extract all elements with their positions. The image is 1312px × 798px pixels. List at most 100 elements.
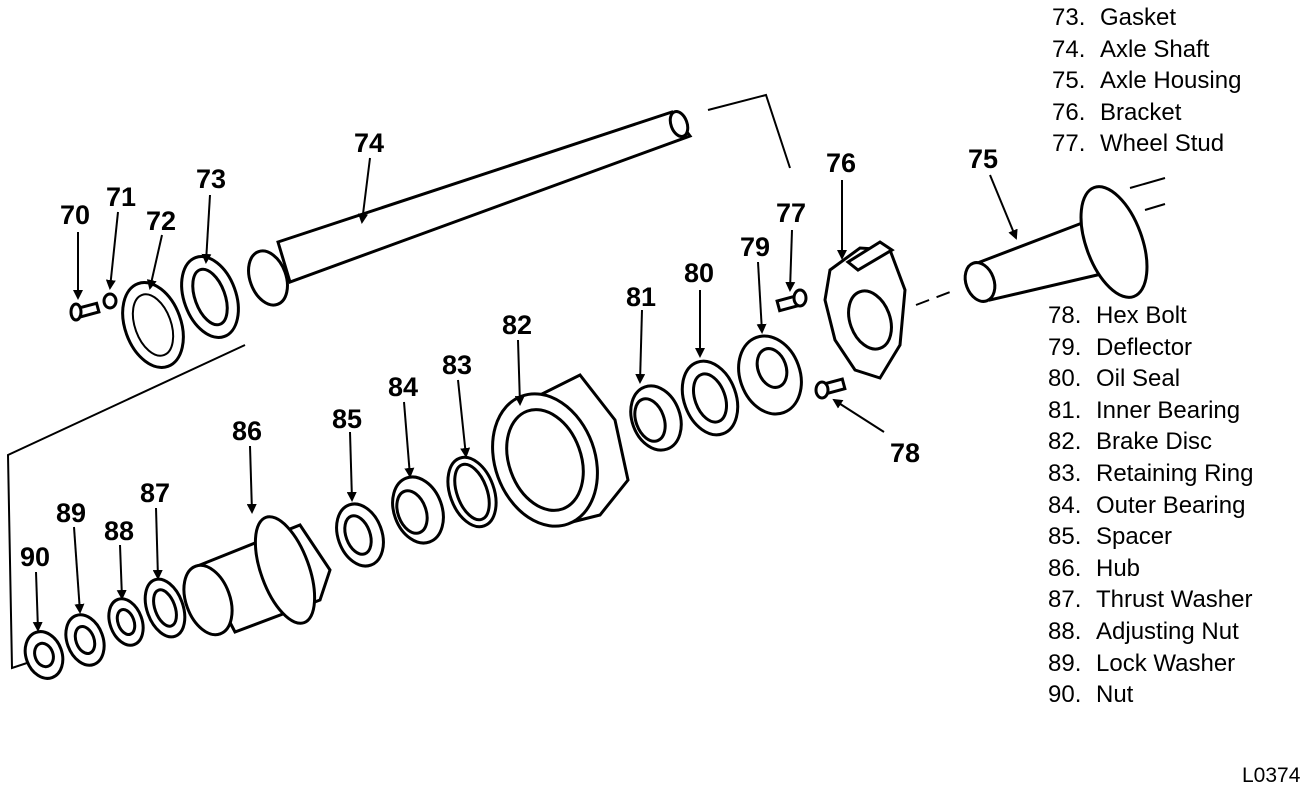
legend-item: 76. Bracket: [1052, 97, 1241, 129]
part-88-adjusting-nut: [107, 597, 145, 647]
callout-86: 86: [232, 416, 262, 446]
legend-name: Axle Shaft: [1100, 35, 1210, 63]
legend-number: 74.: [1052, 35, 1086, 63]
legend-number: 88.: [1048, 617, 1082, 645]
legend-item: 89. Lock Washer: [1048, 648, 1253, 680]
legend-name: Deflector: [1096, 333, 1193, 361]
legend-item: 81. Inner Bearing: [1048, 395, 1253, 427]
callout-71: 71: [106, 182, 136, 212]
part-83-retaining-ring: [446, 455, 498, 529]
legend-number: 77.: [1052, 130, 1086, 158]
legend-name: Nut: [1096, 681, 1134, 709]
legend-name: Outer Bearing: [1096, 491, 1246, 519]
legend-bottom: 78.Hex Bolt 79. Deflector 80. Oil Seal 81.…: [1048, 300, 1253, 711]
legend-number: 80.: [1048, 365, 1082, 393]
legend-name: Hex Bolt: [1096, 302, 1187, 329]
legend-item: 84. Outer Bearing: [1048, 490, 1253, 522]
legend-item: 77. Wheel Stud: [1052, 128, 1241, 160]
legend-top: 73.Gasket 74.Axle Shaft 75.Axle Housing …: [1052, 2, 1241, 160]
callout-83: 83: [442, 350, 472, 380]
callout-88: 88: [104, 516, 134, 546]
legend-item: 74. Axle Shaft: [1052, 34, 1241, 66]
callout-79: 79: [740, 232, 770, 262]
part-73-gasket: [180, 255, 240, 339]
legend-item: 87. Thrust Washer: [1048, 584, 1253, 616]
callout-73: 73: [196, 164, 226, 194]
callout-89: 89: [56, 498, 86, 528]
legend-item: 75. Axle Housing: [1052, 65, 1241, 97]
legend-name: Lock Washer: [1096, 649, 1236, 677]
part-90-nut: [23, 630, 65, 680]
legend-name: Gasket: [1100, 4, 1177, 31]
legend-name: Inner Bearing: [1096, 396, 1241, 424]
legend-number: 75.: [1052, 67, 1086, 95]
part-86-hub: [182, 515, 332, 637]
legend-name: Oil Seal: [1096, 365, 1181, 393]
legend-number: 84.: [1048, 491, 1082, 519]
part-74-axle-shaft: [247, 109, 693, 307]
part-78-hex-bolt: [814, 377, 847, 400]
legend-item: 88. Adjusting Nut: [1048, 616, 1253, 648]
part-76-bracket: [823, 240, 907, 380]
part-82-brake-disc: [491, 373, 630, 528]
part-70-bolt: [69, 301, 101, 322]
legend-item: 79. Deflector: [1048, 332, 1253, 364]
callout-70: 70: [60, 200, 90, 230]
callout-81: 81: [626, 282, 656, 312]
part-89-lock-washer: [64, 613, 106, 667]
figure-code: L0374: [1242, 764, 1301, 787]
callout-75: 75: [968, 144, 998, 174]
legend-item: 90. Nut: [1048, 679, 1253, 711]
part-77-wheel-stud: [775, 288, 808, 313]
callout-78: 78: [890, 438, 920, 468]
legend-name: Axle Housing: [1100, 67, 1242, 95]
legend-item: 82. Brake Disc: [1048, 426, 1253, 458]
leader-arrows: [32, 157, 1018, 632]
part-79-deflector: [737, 334, 803, 416]
part-72-cover: [121, 281, 185, 369]
callout-74: 74: [354, 128, 384, 158]
part-80-oil-seal: [680, 359, 740, 437]
legend-number: 83.: [1048, 459, 1082, 487]
legend-number: 82.: [1048, 428, 1082, 456]
legend-name: Hub: [1096, 554, 1141, 582]
callout-80: 80: [684, 258, 714, 288]
explosion-guide-line: [707, 93, 791, 169]
legend-number: 85.: [1048, 523, 1082, 551]
legend-number: 86.: [1048, 554, 1082, 582]
centerline-dash: [915, 291, 951, 306]
callout-76: 76: [826, 148, 856, 178]
legend-name: Retaining Ring: [1096, 459, 1254, 487]
legend-name: Wheel Stud: [1100, 130, 1225, 158]
legend-item: 73. Gasket: [1052, 2, 1241, 34]
callout-85: 85: [332, 404, 362, 434]
callout-87: 87: [140, 478, 170, 508]
explosion-guide-line-left: [6, 344, 246, 670]
legend-item: 86. Hub: [1048, 553, 1253, 585]
legend-name: Thrust Washer: [1096, 586, 1253, 614]
legend-number: 73.: [1052, 4, 1086, 31]
callout-90: 90: [20, 542, 50, 572]
callout-84: 84: [388, 372, 418, 402]
legend-item: 83. Retaining Ring: [1048, 458, 1253, 490]
legend-number: 79.: [1048, 333, 1082, 361]
callout-72: 72: [146, 206, 176, 236]
legend-name: Adjusting Nut: [1096, 617, 1239, 645]
part-84-outer-bearing: [391, 475, 445, 545]
legend-number: 76.: [1052, 98, 1086, 126]
legend-name: Brake Disc: [1096, 428, 1213, 456]
legend-number: 89.: [1048, 649, 1082, 677]
callout-77: 77: [776, 198, 806, 228]
legend-item: 78.Hex Bolt: [1048, 300, 1253, 332]
part-71-nut: [102, 292, 118, 310]
callout-82: 82: [502, 310, 532, 340]
legend-number: 81.: [1048, 396, 1082, 424]
legend-number: 90.: [1048, 681, 1082, 709]
legend-item: 80. Oil Seal: [1048, 363, 1253, 395]
legend-name: Spacer: [1096, 523, 1173, 551]
legend-number: 87.: [1048, 586, 1082, 614]
part-75-axle-housing: [963, 177, 1166, 303]
part-85-spacer: [335, 502, 385, 568]
legend-name: Bracket: [1100, 98, 1182, 126]
